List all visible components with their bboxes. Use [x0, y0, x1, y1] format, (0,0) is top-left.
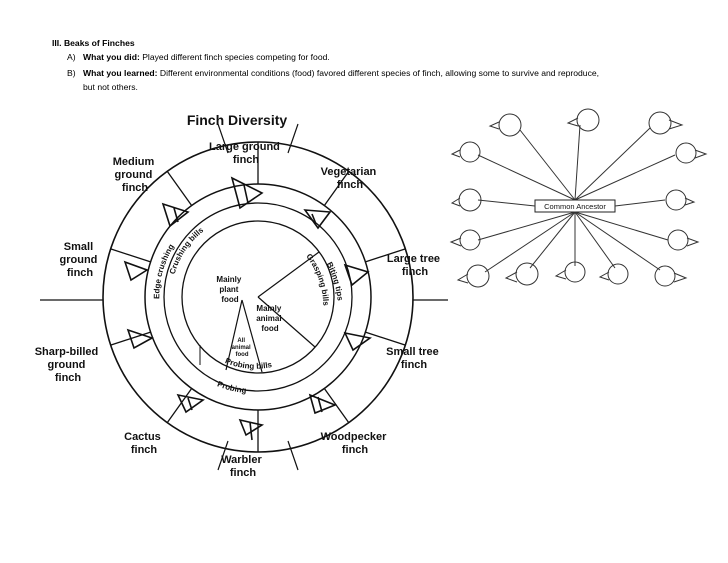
beak-medium-ground-icon [161, 202, 190, 228]
beak-small-tree-icon [343, 331, 372, 352]
plant-food-line1: Mainly [216, 275, 241, 284]
species-small-tree-line2: finch [401, 359, 428, 371]
svg-text:Cactus finch: Cactus finch [124, 431, 164, 456]
species-labels: Large ground finch Vegetarian finch Larg… [35, 141, 443, 479]
svg-text:Probing: Probing [216, 379, 247, 394]
item-a-marker: A) [67, 52, 76, 62]
animal-food-line1: Mainly [256, 304, 281, 313]
species-small-tree-line1: Small tree [386, 346, 439, 358]
beak-large-ground-icon [230, 176, 264, 210]
common-ancestor-diagram [449, 108, 708, 288]
outline-item-a: A) What you did: Played different finch s… [67, 51, 330, 65]
item-b-continuation: but not others. [83, 82, 138, 92]
species-large-tree-line1: Large tree [387, 253, 440, 265]
wheel [40, 123, 448, 471]
species-large-ground-line1: Large ground [209, 141, 280, 153]
item-b-marker: B) [67, 68, 76, 78]
species-sharp-billed-line1: Sharp-billed [35, 346, 99, 358]
svg-text:Medium ground finc: Medium ground finch [113, 156, 158, 194]
species-cactus-line2: finch [131, 444, 158, 456]
beak-type-labels: Crushing bills Edge crushing Grasping bi… [152, 225, 345, 395]
item-a-text: Played different finch species competing… [142, 52, 330, 62]
species-cactus-line1: Cactus [124, 431, 161, 443]
svg-text:All animal food: All animal food [232, 338, 253, 358]
food-labels: Mainly plant food Mainly animal food All… [216, 275, 284, 358]
beak-cactus-icon [176, 393, 205, 414]
species-medium-ground-line3: finch [122, 182, 149, 194]
item-b-text: Different environmental conditions (food… [159, 68, 600, 78]
beak-glyphs [123, 176, 372, 441]
diagram-title: Finch Diversity [187, 112, 288, 128]
beak-warbler-icon [238, 418, 265, 441]
beak-sharp-billed-icon [126, 328, 154, 350]
plant-food-line3: food [221, 295, 238, 304]
svg-text:Mainly plant food: Mainly plant food [216, 275, 243, 304]
species-vegetarian-line1: Vegetarian [321, 166, 377, 178]
item-a-label: What you did: [83, 52, 140, 62]
beak-large-tree-icon [343, 263, 370, 287]
svg-text:Small ground finch: Small ground finch [60, 241, 101, 279]
species-warbler-line2: finch [230, 467, 257, 479]
all-food-line3: food [236, 352, 249, 358]
all-food-line2: animal [232, 345, 251, 351]
species-vegetarian-line2: finch [337, 179, 364, 191]
svg-text:Large tree finch: Large tree finch [387, 253, 443, 278]
svg-text:Sharp-billed ground: Sharp-billed ground finch [35, 346, 102, 384]
species-woodpecker-line1: Woodpecker [321, 431, 388, 443]
beak-woodpecker-icon [308, 393, 338, 415]
all-food-line1: All [237, 338, 245, 344]
svg-text:Grasping bills: Grasping bills [304, 252, 330, 306]
ancestor-arrows [477, 124, 676, 273]
species-sharp-billed-line3: finch [55, 372, 82, 384]
svg-text:Vegetarian finch: Vegetarian finch [321, 166, 380, 191]
animal-food-line2: animal [256, 314, 281, 323]
svg-text:Woodpecker finch: Woodpecker finch [321, 431, 390, 456]
species-small-ground-line3: finch [67, 267, 94, 279]
svg-text:Mainly animal food: Mainly animal food [256, 304, 284, 333]
probing-label: Probing [216, 379, 247, 394]
plant-food-line2: plant [219, 285, 238, 294]
svg-text:Warbler finch: Warbler finch [221, 454, 265, 479]
section-heading: III. Beaks of Finches [52, 38, 135, 48]
species-small-ground-line2: ground [60, 254, 98, 266]
species-small-ground-line1: Small [64, 241, 93, 253]
outline-item-b: B) What you learned: Different environmen… [67, 67, 599, 81]
species-medium-ground-line1: Medium [113, 156, 155, 168]
svg-text:Small tree finch: Small tree finch [386, 346, 442, 371]
finch-head-icons [449, 108, 708, 288]
common-ancestor-label: Common Ancestor [544, 202, 606, 211]
species-warbler-line1: Warbler [221, 454, 262, 466]
species-woodpecker-line2: finch [342, 444, 369, 456]
species-sharp-billed-line2: ground [48, 359, 86, 371]
beak-vegetarian-icon [303, 209, 332, 230]
svg-text:Large ground finch: Large ground finch [209, 141, 283, 166]
grasping-bills-label: Grasping bills [304, 252, 330, 306]
species-medium-ground-line2: ground [115, 169, 153, 181]
beak-small-ground-icon [123, 260, 149, 282]
animal-food-line3: food [261, 324, 278, 333]
species-large-tree-line2: finch [402, 266, 429, 278]
species-large-ground-line2: finch [233, 154, 260, 166]
item-b-label: What you learned: [83, 68, 158, 78]
